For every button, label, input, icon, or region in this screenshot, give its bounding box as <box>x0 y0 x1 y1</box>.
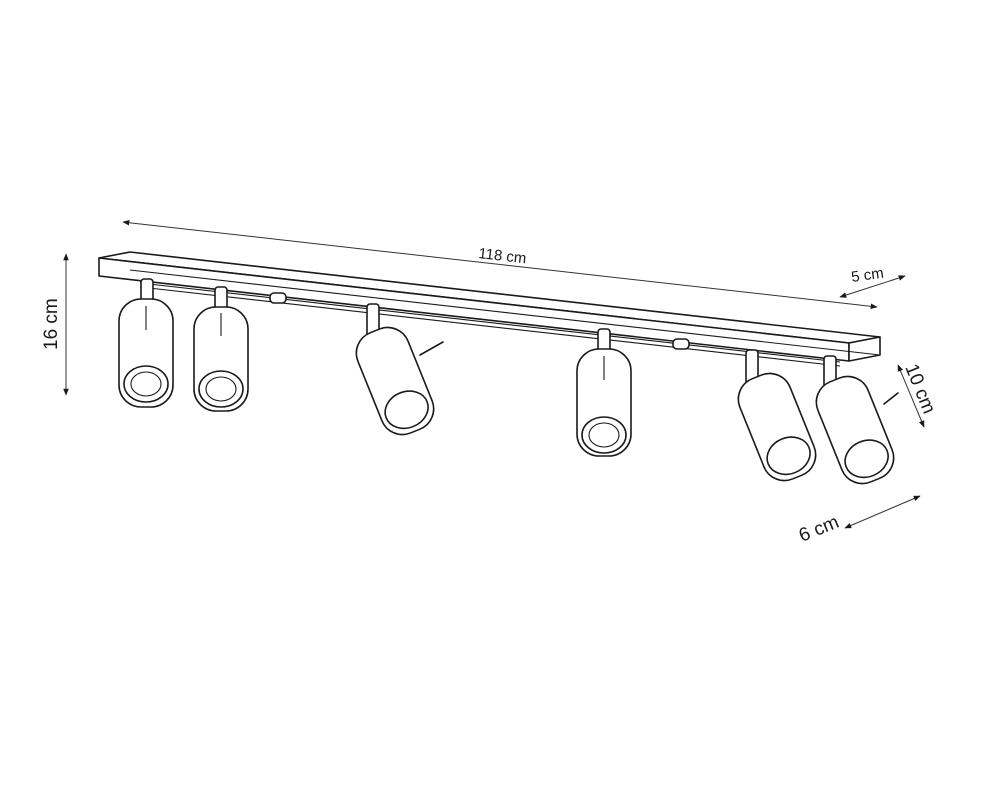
spotlight <box>355 303 444 436</box>
mounting-rail <box>98 251 881 367</box>
spot-length-dimension: 10 cm <box>897 361 939 428</box>
height-label: 16 cm <box>41 298 62 350</box>
spotlight <box>815 355 899 485</box>
rail-clip <box>672 338 690 350</box>
spotlight <box>737 349 817 482</box>
length-dimension: 118 cm <box>122 219 878 310</box>
spot-diameter-label: 6 cm <box>796 512 842 547</box>
width-dimension: 5 cm <box>839 265 906 298</box>
spot-length-label: 10 cm <box>900 361 939 417</box>
spotlight <box>576 328 632 457</box>
length-label: 118 cm <box>478 245 528 267</box>
spotlight <box>193 286 249 412</box>
height-dimension: 16 cm <box>41 253 69 396</box>
rail-clip <box>269 292 287 304</box>
width-label: 5 cm <box>850 265 885 286</box>
spot-diameter-dimension: 6 cm <box>796 495 921 547</box>
spotlight <box>118 278 174 408</box>
